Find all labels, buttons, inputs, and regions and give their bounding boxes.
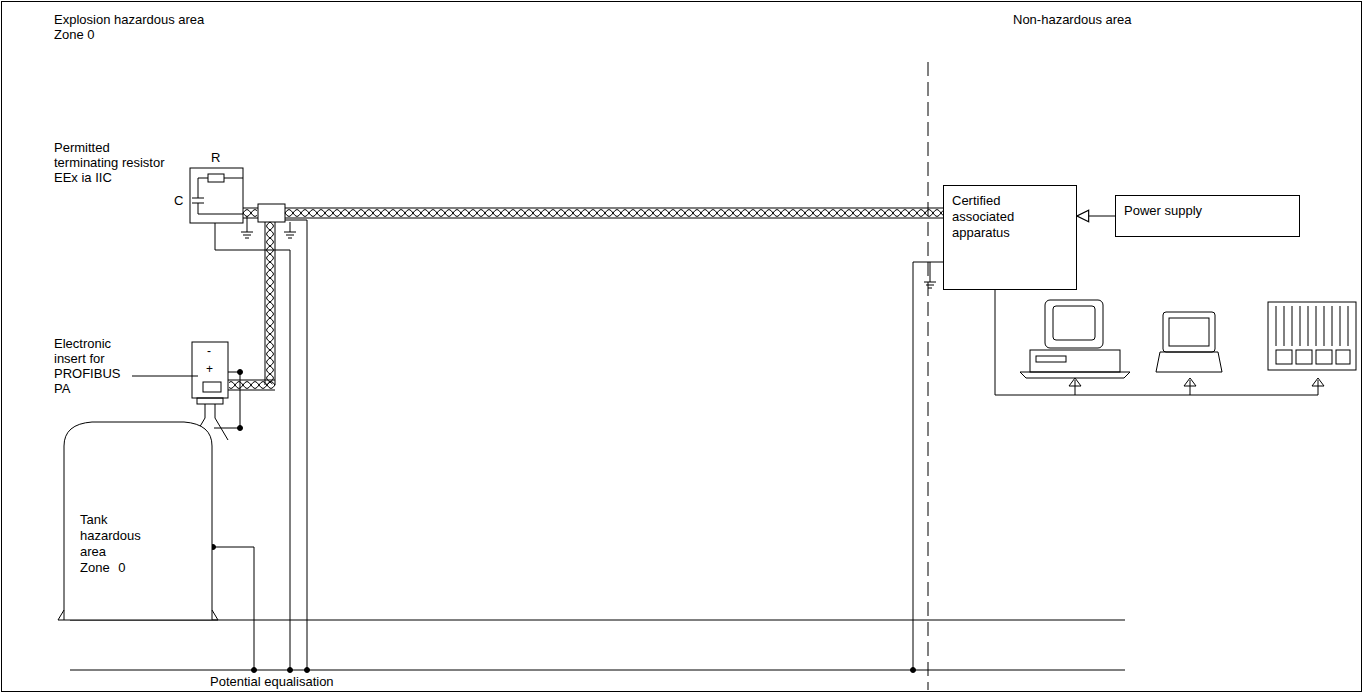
cable-sheath [265,222,266,385]
line-art [192,342,228,398]
rail [70,620,1125,621]
line-art [197,398,223,404]
bus-arrow [1069,378,1324,395]
node-text: Tank hazardous area Zone 0 [80,512,138,576]
line-art [1036,356,1066,362]
line-art [1053,306,1095,340]
cable-wire [267,222,274,384]
cable-wire [243,210,257,217]
cable-sheath [285,208,943,209]
text-label: C [174,193,183,208]
line-art [1276,306,1348,346]
ground-symbol [924,262,936,288]
text-label: Permitted terminating resistor EEx ia II… [54,140,170,185]
text-label: - [207,344,211,359]
line-art [1336,350,1350,364]
cable-sheath [243,208,258,209]
cable-wire [229,382,275,389]
tank-outline [58,422,218,620]
line-art [1156,352,1222,372]
text-label: R [211,150,220,165]
text-label: Explosion hazardous area Zone 0 [54,12,234,42]
line-art [1030,350,1120,372]
bus-line [995,290,1318,395]
line-art [1276,350,1292,364]
line-art [1268,302,1356,370]
junction-dot [196,370,916,673]
cable-wire [267,222,274,384]
line-art [1184,378,1196,395]
text-label: Non-hazardous area [1013,12,1132,27]
line-art [252,668,257,673]
ground-symbol [284,222,296,238]
line-art [192,198,204,199]
line-art [208,174,224,182]
process-box: Power supply [1115,195,1300,237]
node-text: Power supply [1124,203,1291,219]
cable-wire [229,382,275,389]
cable-sheath [228,390,275,391]
fieldbus-cable [285,208,943,218]
cable-wire [285,210,943,217]
process-box: Certified associated apparatus [943,185,1077,290]
bonding-wire [913,262,943,670]
text-label: Potential equalisation [210,674,334,689]
bonding-wire [213,547,254,670]
line-art [238,370,243,375]
line-art [198,214,243,215]
bonding-wire [285,220,307,670]
line-art [198,203,199,214]
line-art [288,668,293,673]
text-label: Electronic insert for PROFIBUS PA [54,336,124,396]
plc-rack [1268,302,1356,370]
junction-box [258,204,285,222]
rail [70,670,1125,671]
bonding-wire [215,223,290,670]
zone-boundary [928,62,929,690]
line-art [1169,318,1209,346]
cable-wire [285,210,943,217]
line-art [190,168,243,223]
line-art [132,376,198,377]
line-art [1163,312,1215,352]
line-art [198,178,199,198]
line-art [1296,350,1312,364]
line-art [1045,300,1103,348]
fieldbus-cable [228,380,275,390]
cable-sheath [228,380,275,381]
cable-wire [243,210,257,217]
fieldbus-cable [243,208,258,218]
line-art [911,668,916,673]
line-art [1069,378,1081,395]
line-art [1316,350,1332,364]
line-art [203,382,221,392]
ground-symbol [241,216,253,238]
cable-sheath [285,218,943,219]
fieldbus-cable [265,222,275,385]
line-art [224,178,243,179]
line-art [238,426,243,431]
text-label: + [206,362,213,377]
tank-shape: Tank hazardous area Zone 0 [58,420,218,620]
line-art [305,668,310,673]
resistor-symbol [190,168,243,223]
line-art [198,178,208,179]
node-text: Certified associated apparatus [952,193,1034,241]
desktop-computer [1020,300,1130,378]
cable-sheath [243,218,258,219]
cable-sheath [275,222,276,385]
laptop [1156,312,1222,372]
line-art [1312,378,1324,395]
connector-arrow [1077,216,1115,217]
line-art [1020,372,1130,378]
